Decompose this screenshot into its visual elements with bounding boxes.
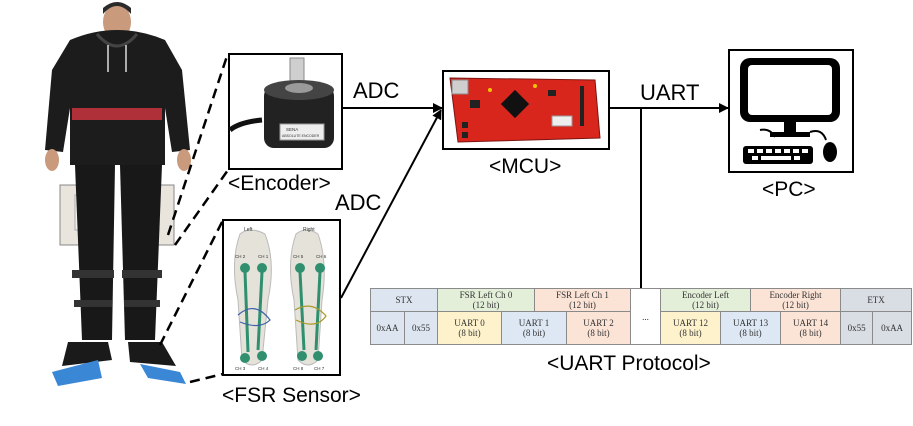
protocol-byte-stx1: 0xAA [376, 323, 399, 333]
protocol-byte-cell: UART 1(8 bit) [501, 311, 568, 345]
protocol-byte-etx2: 0xAA [881, 323, 904, 333]
protocol-byte-cell: UART 2(8 bit) [566, 311, 632, 345]
insole-ch5: CH 5 [293, 254, 304, 259]
person-photo [45, 2, 191, 386]
encoder-photo: SENA ABSOLUTE ENCODER [228, 57, 334, 148]
protocol-byte-uart13: UART 13 [733, 318, 769, 328]
adc-fsr-arrow [340, 109, 442, 299]
protocol-encoder-left: Encoder Left [681, 290, 730, 300]
mcu-label: <MCU> [489, 155, 562, 178]
protocol-byte-cell: UART 13(8 bit) [720, 311, 782, 345]
protocol-byte-cell: UART 0(8 bit) [437, 311, 503, 345]
protocol-bytes-row: 0xAA 0x55 UART 0(8 bit) UART 1(8 bit) UA… [370, 311, 913, 345]
protocol-fsr-ch1-size: (12 bit) [569, 300, 596, 310]
protocol-byte-uart1-size: (8 bit) [522, 328, 546, 338]
protocol-byte-etx1: 0x55 [847, 323, 866, 333]
protocol-fsr-ch1: FSR Left Ch 1 [556, 290, 609, 300]
pc-label: <PC> [762, 178, 816, 201]
protocol-ellipsis: ... [642, 311, 649, 322]
protocol-byte-uart13-size: (8 bit) [739, 328, 762, 338]
encoder-box: SENA ABSOLUTE ENCODER [228, 53, 343, 170]
insole-right-label: Right [303, 227, 315, 233]
protocol-ellipsis-cell: ... [630, 288, 662, 345]
uart-protocol-table: STX FSR Left Ch 0(12 bit) FSR Left Ch 1(… [369, 288, 913, 345]
uart-protocol-label: <UART Protocol> [547, 352, 711, 375]
protocol-stx-cell: STX [369, 288, 439, 312]
protocol-byte-cell: UART 12(8 bit) [660, 311, 722, 345]
protocol-byte-uart2: UART 2 [583, 318, 614, 328]
protocol-byte-uart14: UART 14 [793, 318, 829, 328]
fsr-box: Left Right CH 2 CH 1 CH 5 CH 6 CH 3 CH 4… [222, 219, 341, 376]
protocol-byte-uart2-size: (8 bit) [587, 328, 610, 338]
insole-ch7: CH 7 [314, 366, 325, 371]
protocol-fsr-ch0-size: (12 bit) [472, 300, 500, 310]
uart-label: UART [640, 80, 700, 105]
fsr-label: <FSR Sensor> [222, 384, 361, 407]
protocol-encoder-right-size: (12 bit) [782, 300, 809, 310]
insole-left-label: Left [244, 227, 253, 233]
protocol-etx: ETX [867, 295, 885, 305]
protocol-header-row: STX FSR Left Ch 0(12 bit) FSR Left Ch 1(… [369, 288, 913, 345]
protocol-byte-cell: 0xAA [370, 311, 405, 345]
protocol-encoder-right-cell: Encoder Right(12 bit) [750, 288, 842, 312]
protocol-encoder-right: Encoder Right [769, 290, 822, 300]
protocol-fsr-ch0: FSR Left Ch 0 [459, 290, 513, 300]
protocol-byte-cell: UART 14(8 bit) [780, 311, 842, 345]
encoder-label: <Encoder> [228, 172, 331, 195]
adc-fsr-label: ADC [335, 190, 382, 215]
insole-ch8: CH 8 [293, 366, 304, 371]
insole-ch1: CH 1 [258, 254, 269, 259]
protocol-byte-uart14-size: (8 bit) [799, 328, 822, 338]
protocol-byte-cell: 0x55 [840, 311, 874, 345]
adc-encoder-label: ADC [353, 78, 400, 103]
insole-ch6: CH 6 [316, 254, 327, 259]
fsr-insole-photo: Left Right CH 2 CH 1 CH 5 CH 6 CH 3 CH 4… [233, 227, 327, 371]
encoder-brand: SENA [286, 127, 298, 132]
protocol-byte-cell: 0xAA [872, 311, 913, 345]
protocol-encoder-left-cell: Encoder Left(12 bit) [660, 288, 752, 312]
encoder-model: ABSOLUTE ENCODER [282, 134, 320, 138]
insole-ch4: CH 4 [258, 366, 269, 371]
protocol-fsr-ch0-cell: FSR Left Ch 0(12 bit) [437, 288, 536, 312]
protocol-byte-stx2: 0x55 [412, 323, 430, 333]
protocol-encoder-left-size: (12 bit) [692, 300, 719, 310]
protocol-etx-cell: ETX [840, 288, 913, 312]
protocol-fsr-ch1-cell: FSR Left Ch 1(12 bit) [534, 288, 632, 312]
protocol-stx: STX [395, 295, 413, 305]
protocol-byte-uart0: UART 0 [454, 318, 485, 328]
pc-box [728, 49, 854, 173]
pc-icon [740, 58, 840, 164]
protocol-byte-uart0-size: (8 bit) [458, 328, 481, 338]
protocol-byte-uart12-size: (8 bit) [679, 328, 702, 338]
insole-ch3: CH 3 [235, 366, 246, 371]
dashed-connectors [158, 52, 230, 384]
mcu-board-photo [449, 77, 601, 143]
protocol-byte-uart12: UART 12 [673, 318, 709, 328]
protocol-byte-cell: 0x55 [403, 311, 439, 345]
insole-ch2: CH 2 [235, 254, 246, 259]
protocol-byte-uart1: UART 1 [518, 318, 550, 328]
mcu-box [442, 70, 610, 150]
